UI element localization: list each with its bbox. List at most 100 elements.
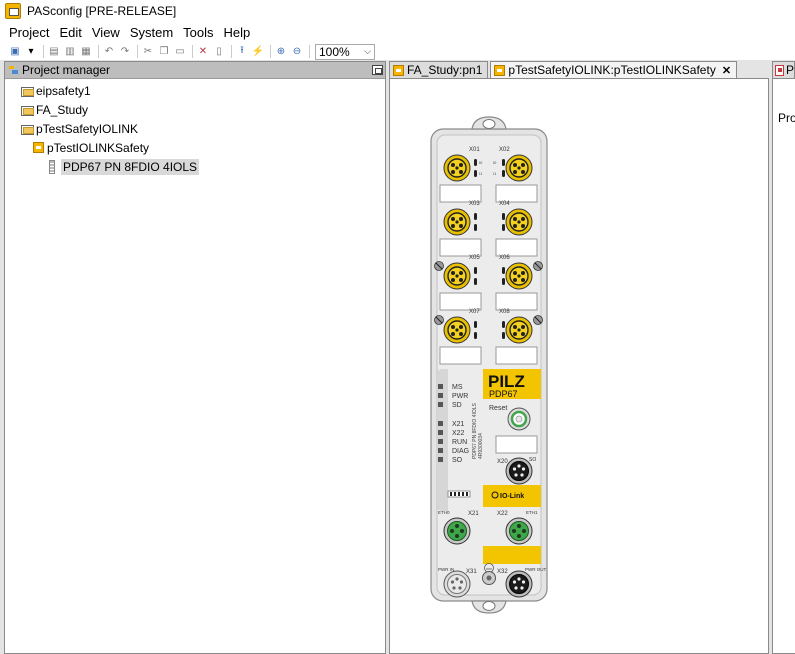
eth0-label: ETH0 (438, 510, 450, 515)
connector-x01[interactable] (443, 154, 471, 182)
dropdown-arrow-icon[interactable]: ▾ (28, 46, 34, 57)
menu-project[interactable]: Project (9, 25, 50, 40)
io-link-logo: IO-Link (500, 493, 524, 500)
tab-properties[interactable]: P (772, 61, 795, 78)
led-label-sd: SD (452, 402, 462, 409)
zoom-in-icon[interactable]: ⊕ (276, 46, 286, 57)
paste-icon[interactable]: ▭ (175, 46, 185, 57)
connector-x21[interactable] (443, 517, 471, 545)
connector-x07[interactable] (443, 316, 471, 344)
connector-x20[interactable] (505, 457, 533, 485)
redo-icon[interactable]: ↷ (120, 46, 130, 57)
editor-tab-strip: FA_Study:pn1 pTestSafetyIOLINK:pTestIOLI… (389, 61, 769, 78)
menu-tools[interactable]: Tools (183, 25, 214, 40)
upload-icon[interactable]: ⭱ (240, 45, 244, 56)
properties-panel: Pro (772, 78, 795, 654)
label-field (495, 292, 538, 311)
toolbar-separator (98, 45, 99, 58)
connector-row-2: X03 X04 (439, 201, 538, 257)
compile-icon[interactable]: ⚡ (251, 46, 265, 57)
led-label-x22: X22 (452, 430, 465, 437)
print-icon[interactable]: ▦ (81, 46, 91, 57)
label-field (439, 292, 482, 311)
connector-x31[interactable] (443, 570, 471, 598)
tree-item-fa-study[interactable]: FA_Study (5, 100, 385, 119)
led-label-so: SO (452, 457, 463, 464)
connector-label-x21: X21 (468, 511, 479, 517)
part-number: 4R9300034 (478, 433, 484, 459)
tree-item-label: pTestSafetyIOLINK (36, 121, 139, 136)
connector-row-4: X07 X08 (434, 309, 543, 365)
dock-icon[interactable] (372, 65, 383, 75)
save-all-icon[interactable]: ▥ (65, 46, 75, 57)
led-label-pwr: PWR (452, 393, 468, 400)
menu-system[interactable]: System (129, 25, 174, 40)
pin-indicators (474, 213, 505, 231)
led-label-x21: X21 (452, 421, 465, 428)
screw-icon (434, 315, 444, 325)
tree-item-ptestsafetyiolink[interactable]: pTestSafetyIOLINK (5, 119, 385, 138)
folder-open-icon (21, 105, 34, 116)
label-field (495, 346, 538, 365)
window-title: PASconfig [PRE-RELEASE] (27, 4, 177, 18)
toolbar-separator (270, 45, 271, 58)
connector-x04[interactable] (505, 208, 533, 236)
connector-x32[interactable] (505, 570, 533, 598)
toolbar-separator (309, 45, 310, 58)
brand-logo: PILZ (488, 372, 525, 391)
menu-help[interactable]: Help (223, 25, 251, 40)
connector-label: X03 (469, 201, 480, 207)
tree-item-label: PDP67 PN 8FDIO 4IOLS (61, 158, 200, 175)
reset-button[interactable] (507, 407, 531, 431)
led-label-run: RUN (452, 439, 467, 446)
connector-label-x20: X20 (497, 459, 508, 465)
connector-x02[interactable] (505, 154, 533, 182)
label-field (439, 238, 482, 257)
app-icon (5, 3, 21, 19)
toolbar-separator (137, 45, 138, 58)
project-manager-panel: Project manager eipsafety1 FA_Study pTes… (4, 61, 386, 654)
undo-icon[interactable]: ↶ (104, 46, 114, 57)
connector-x03[interactable] (443, 208, 471, 236)
connector-x22[interactable] (505, 517, 533, 545)
connector-x05[interactable] (443, 262, 471, 290)
connector-row-3: X05 X06 (434, 255, 543, 311)
properties-icon[interactable]: ▯ (216, 46, 222, 57)
connector-label-x31: X31 (466, 569, 477, 575)
connector-label: X08 (499, 309, 510, 315)
label-field (439, 184, 482, 203)
zoom-select[interactable]: 100% ⌵ (315, 43, 375, 60)
tree-item-ptestiolinksafety[interactable]: pTestIOLINKSafety (5, 138, 385, 157)
menu-edit[interactable]: Edit (59, 25, 82, 40)
cut-icon[interactable]: ✂ (143, 46, 153, 57)
project-manager-title: Project manager (22, 63, 111, 77)
tree-item-eipsafety1[interactable]: eipsafety1 (5, 81, 385, 100)
toolbar-separator (231, 45, 232, 58)
connector-x06[interactable] (505, 262, 533, 290)
led-label-diag: DIAG (452, 448, 469, 455)
pin-indicators (474, 267, 505, 285)
tab-fa-study[interactable]: FA_Study:pn1 (389, 61, 489, 78)
screw-icon (533, 261, 543, 271)
pin-label: I0 (493, 160, 497, 165)
product-name-vertical: PDP67 PN 8FDIO 4IOLS (472, 402, 478, 459)
folder-open-icon (21, 124, 34, 135)
zoom-out-icon[interactable]: ⊖ (292, 46, 302, 57)
properties-icon (775, 64, 784, 76)
menu-view[interactable]: View (91, 25, 120, 40)
copy-icon[interactable]: ❐ (159, 46, 169, 57)
connector-label: X07 (469, 309, 480, 315)
tab-ptestiolinksafety[interactable]: pTestSafetyIOLINK:pTestIOLINKSafety ✕ (490, 61, 738, 78)
delete-icon[interactable]: ✕ (198, 46, 208, 57)
save-icon[interactable]: ▤ (49, 46, 59, 57)
folder-open-icon (21, 86, 34, 97)
so-label: SO (529, 457, 536, 463)
eth1-label: ETH1 (526, 510, 538, 515)
workspace: Project manager eipsafety1 FA_Study pTes… (0, 60, 795, 654)
new-project-icon[interactable]: ▣ (10, 46, 20, 57)
connector-label: X05 (469, 255, 480, 261)
tree-item-device[interactable]: PDP67 PN 8FDIO 4IOLS (5, 157, 385, 176)
connector-x08[interactable] (505, 316, 533, 344)
connector-label: X01 (469, 147, 480, 153)
close-icon[interactable]: ✕ (721, 64, 732, 77)
